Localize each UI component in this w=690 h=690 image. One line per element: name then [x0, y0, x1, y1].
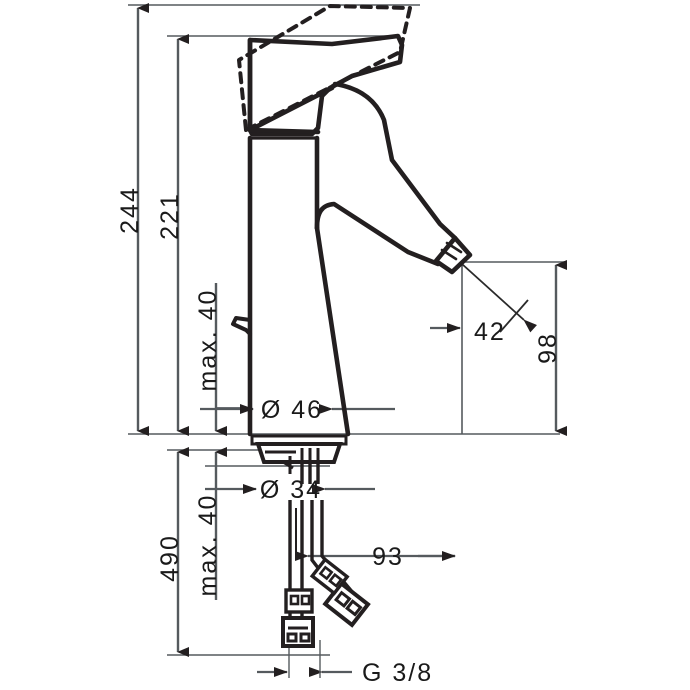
handle-underside: [247, 85, 335, 133]
dimension-221: 221: [156, 34, 189, 436]
dimension-490-label: 490: [156, 534, 184, 582]
dimension-max40-lower-label: max. 40: [194, 494, 222, 597]
dimension-93: 93: [295, 543, 456, 571]
dimension-diameter-46-label: Ø 46: [261, 396, 323, 424]
dimension-max40-upper: max. 40: [194, 283, 252, 436]
dimension-diameter-46: Ø 46: [200, 396, 395, 424]
dimension-244: 244: [116, 2, 149, 436]
dimension-98-label: 98: [534, 332, 562, 364]
lever-handle: [247, 33, 405, 133]
dimension-diameter-34: Ø 34: [205, 476, 375, 504]
aerator: [433, 235, 473, 275]
dimension-221-label: 221: [156, 192, 184, 240]
body-cap-line: [247, 127, 321, 135]
shank-threads: [300, 462, 320, 484]
escutcheon-detail: [265, 448, 320, 474]
dimension-g38-label: G 3/8: [362, 659, 433, 687]
dimension-42: 42: [430, 262, 537, 434]
aerator-grooves: [440, 241, 463, 261]
dimension-g38: G 3/8: [257, 640, 433, 687]
dimension-max40-lower: max. 40: [194, 447, 227, 600]
spout-upper-edge: [332, 81, 458, 241]
mounting-assembly: [250, 434, 348, 484]
dimension-max40-upper-label: max. 40: [194, 289, 222, 392]
dimension-244-label: 244: [116, 186, 144, 234]
body-column-right: [314, 225, 351, 437]
dimension-42-label: 42: [474, 318, 506, 346]
hose-end-fittings: [281, 557, 371, 648]
faucet-body: [231, 4, 473, 437]
popup-waste-lever: [231, 316, 252, 336]
dimension-diameter-34-label: Ø 34: [260, 476, 322, 504]
dimension-93-label: 93: [372, 543, 404, 571]
extension-lines: [128, 4, 565, 656]
dimension-490: 490: [156, 447, 189, 657]
dimension-98: 98: [534, 260, 567, 436]
handle-open-position-ghost: [237, 4, 412, 132]
